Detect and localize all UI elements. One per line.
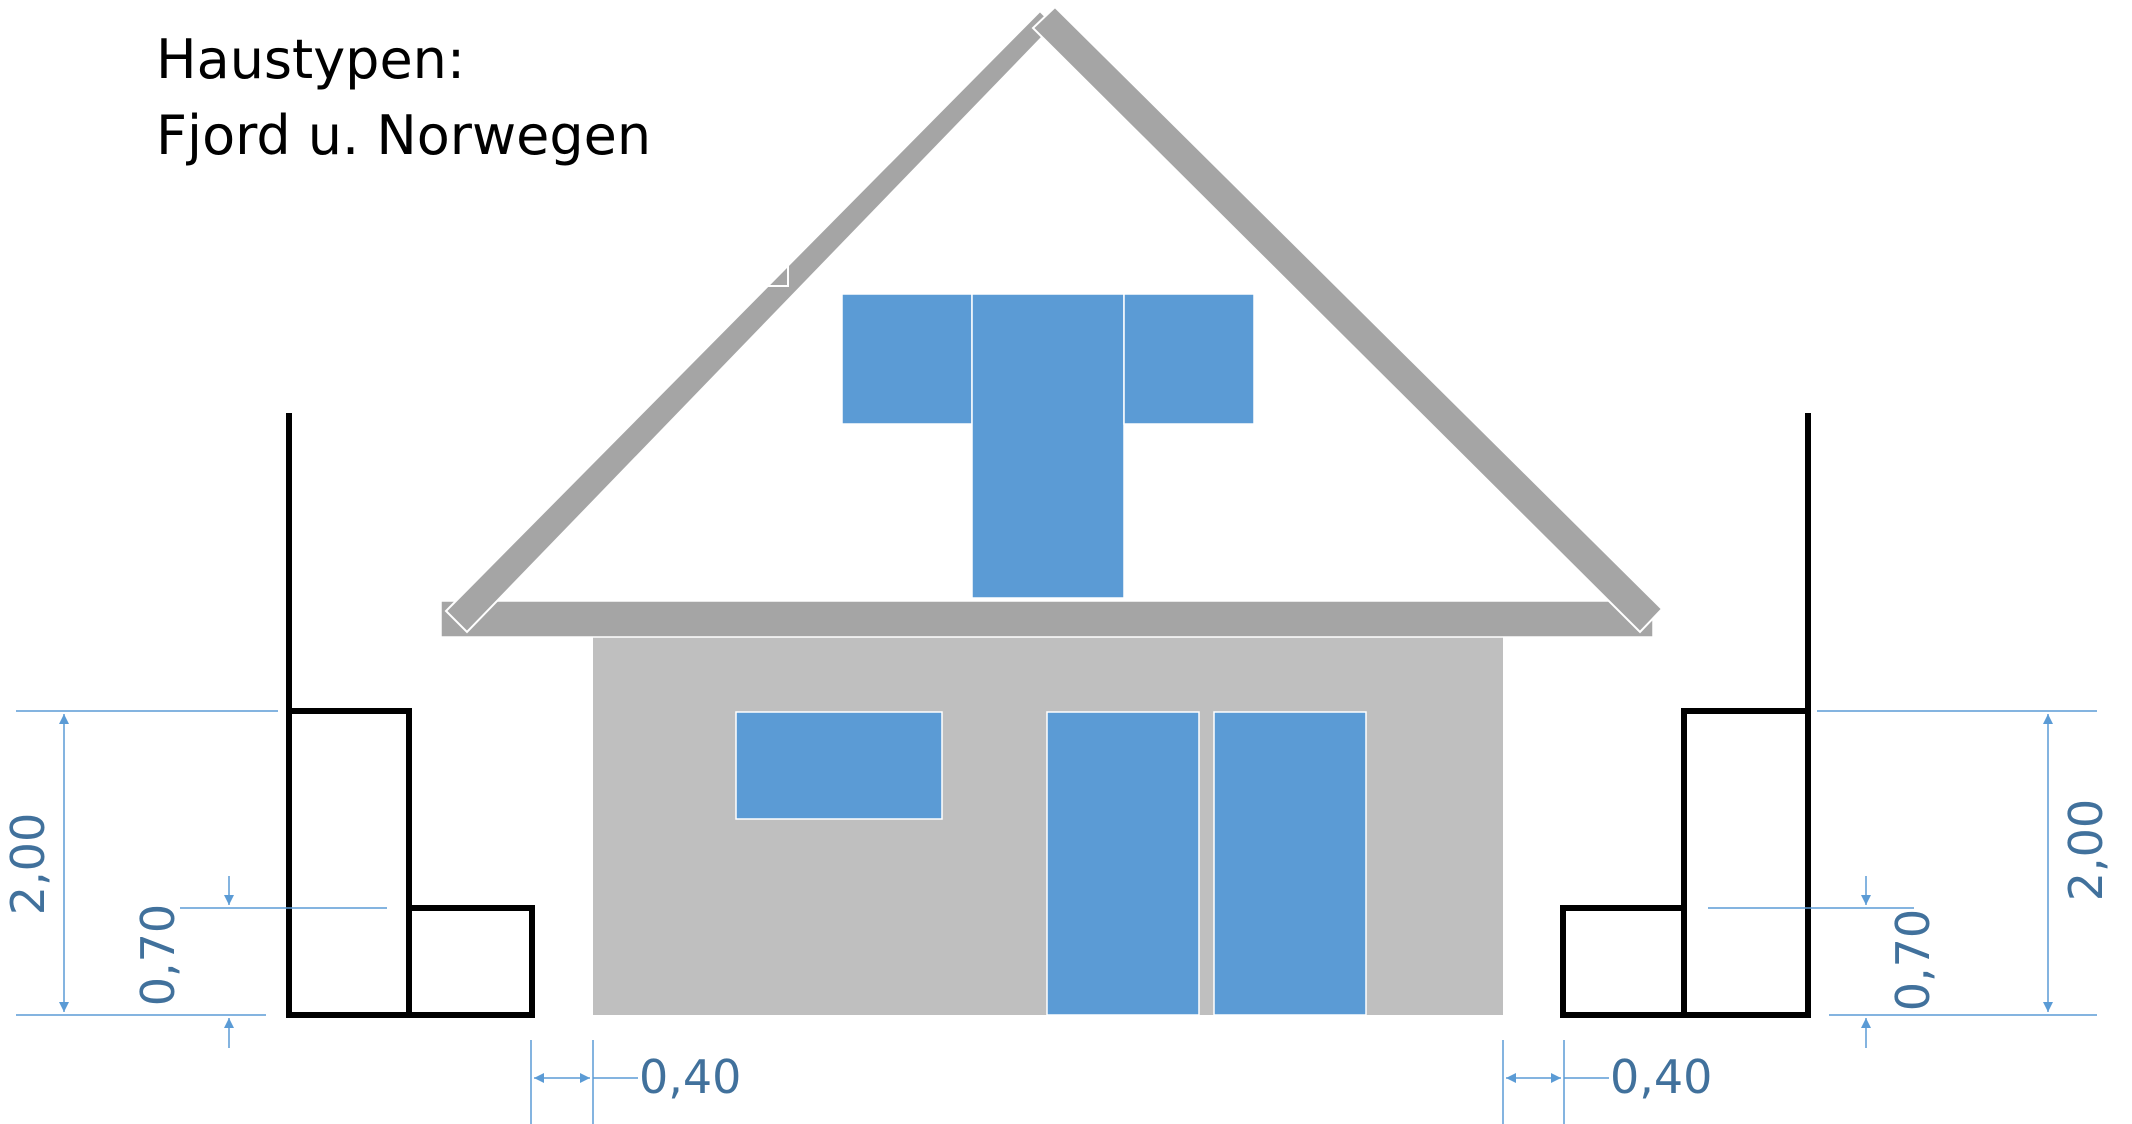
title-block: Haustypen: Fjord u. Norwegen [156,22,651,174]
left-profile [286,413,535,1018]
gable-window-center [971,293,1125,599]
right-height-bench-label: 0,70 [1886,909,1940,1011]
gable-window-right [1123,293,1255,425]
title-line-1: Haustypen: [156,28,466,91]
right-gap-label: 0,40 [1610,1050,1712,1104]
left-gap-label: 0,40 [639,1050,741,1104]
left-height-total-label: 2,00 [1,813,55,915]
left-dimensions [16,710,638,1124]
left-height-bench-label: 0,70 [131,904,185,1006]
wall-window [735,711,943,820]
door-right [1213,711,1367,1016]
roof-eave-beam [440,600,1654,638]
right-height-total-label: 2,00 [2059,799,2113,901]
roof-notch-mark [766,262,789,287]
roof-rafter-right [1031,5,1664,634]
gable-window-left [841,293,973,425]
door-left [1046,711,1200,1016]
title-line-2: Fjord u. Norwegen [156,104,652,167]
right-profile [1560,413,1811,1018]
right-dimensions [1502,710,2097,1124]
